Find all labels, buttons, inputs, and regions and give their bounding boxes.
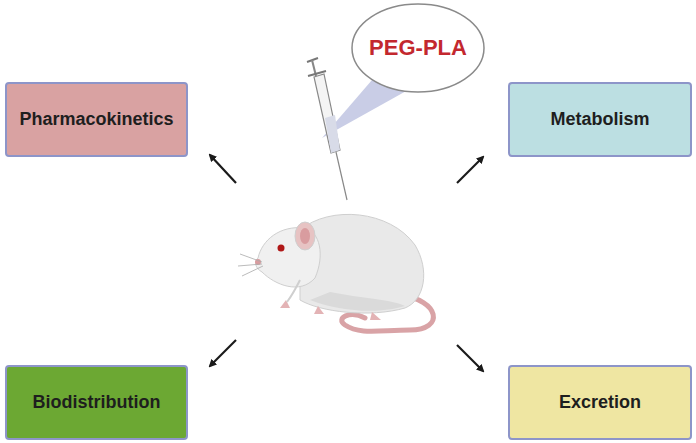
bubble-label: PEG-PLA <box>369 35 467 61</box>
pointer-arrow <box>210 155 483 371</box>
topic-box: Excretion <box>508 365 692 440</box>
box-label: Excretion <box>559 392 641 413</box>
syringe <box>307 58 347 200</box>
box-label: Pharmacokinetics <box>19 109 173 130</box>
topic-box: Biodistribution <box>5 365 188 440</box>
box-label: Metabolism <box>550 109 649 130</box>
speech-bubble: PEG-PLA <box>351 3 485 93</box>
topic-box: Pharmacokinetics <box>5 82 188 157</box>
topic-box: Metabolism <box>508 82 692 157</box>
box-label: Biodistribution <box>33 392 161 413</box>
mouse <box>238 214 433 331</box>
